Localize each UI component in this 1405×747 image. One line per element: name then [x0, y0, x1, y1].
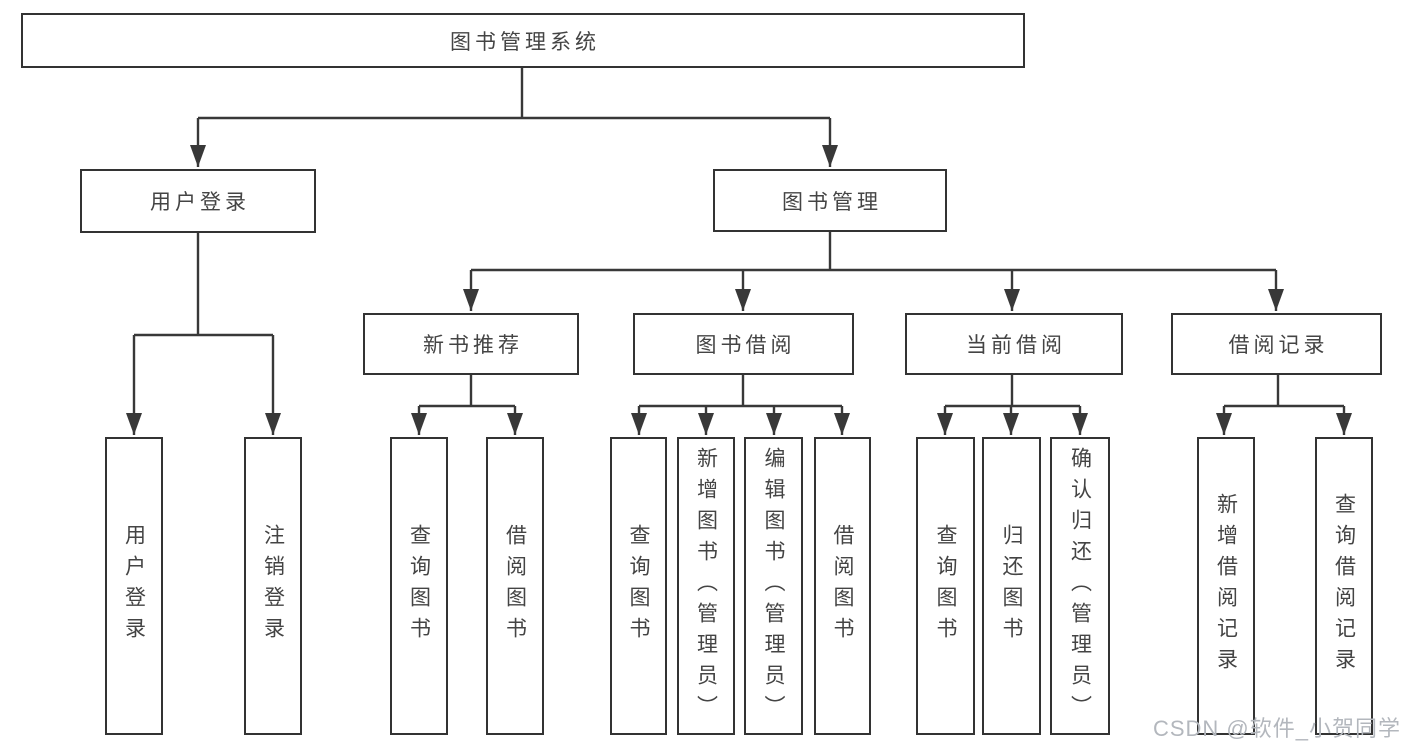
node-borrow-books-recommend: 借阅图书 — [486, 437, 544, 735]
node-query-books-recommend: 查询图书 — [390, 437, 448, 735]
node-return-books: 归还图书 — [982, 437, 1041, 735]
node-label: 编辑图书（管理员） — [762, 446, 785, 726]
node-label: 确认归还（管理员） — [1068, 446, 1092, 726]
node-borrow-books-borrow: 借阅图书 — [814, 437, 871, 735]
node-borrowing-records: 借阅记录 — [1171, 313, 1382, 375]
node-new-book-recommendation: 新书推荐 — [363, 313, 579, 375]
node-label: 用户登录 — [122, 524, 146, 648]
node-logout: 注销登录 — [244, 437, 302, 735]
node-query-books-borrow: 查询图书 — [610, 437, 667, 735]
node-label: 查询图书 — [627, 524, 650, 648]
node-label: 新增图书（管理员） — [694, 446, 718, 726]
node-book-management: 图书管理 — [713, 169, 947, 232]
node-book-borrowing: 图书借阅 — [633, 313, 854, 375]
node-user-login: 用户登录 — [105, 437, 163, 735]
node-library-system: 图书管理系统 — [21, 13, 1025, 68]
node-current-borrowing: 当前借阅 — [905, 313, 1123, 375]
node-query-books-current: 查询图书 — [916, 437, 975, 735]
node-label: 借阅图书 — [831, 524, 854, 648]
node-edit-book-admin: 编辑图书（管理员） — [744, 437, 803, 735]
node-label: 归还图书 — [1000, 524, 1023, 648]
node-label: 查询图书 — [407, 524, 431, 648]
node-label: 新增借阅记录 — [1214, 493, 1238, 679]
node-label: 查询图书 — [934, 524, 957, 648]
node-query-borrow-record: 查询借阅记录 — [1315, 437, 1373, 735]
node-add-borrow-record: 新增借阅记录 — [1197, 437, 1255, 735]
node-label: 查询借阅记录 — [1332, 493, 1356, 679]
node-label: 借阅图书 — [503, 524, 527, 648]
tree-branch-lines — [134, 68, 1344, 408]
watermark: CSDN @软件_小贺同学 — [1152, 716, 1401, 741]
node-user-login-branch: 用户登录 — [80, 169, 316, 233]
node-add-book-admin: 新增图书（管理员） — [677, 437, 735, 735]
node-confirm-return-admin: 确认归还（管理员） — [1050, 437, 1110, 735]
node-label: 注销登录 — [261, 524, 285, 648]
